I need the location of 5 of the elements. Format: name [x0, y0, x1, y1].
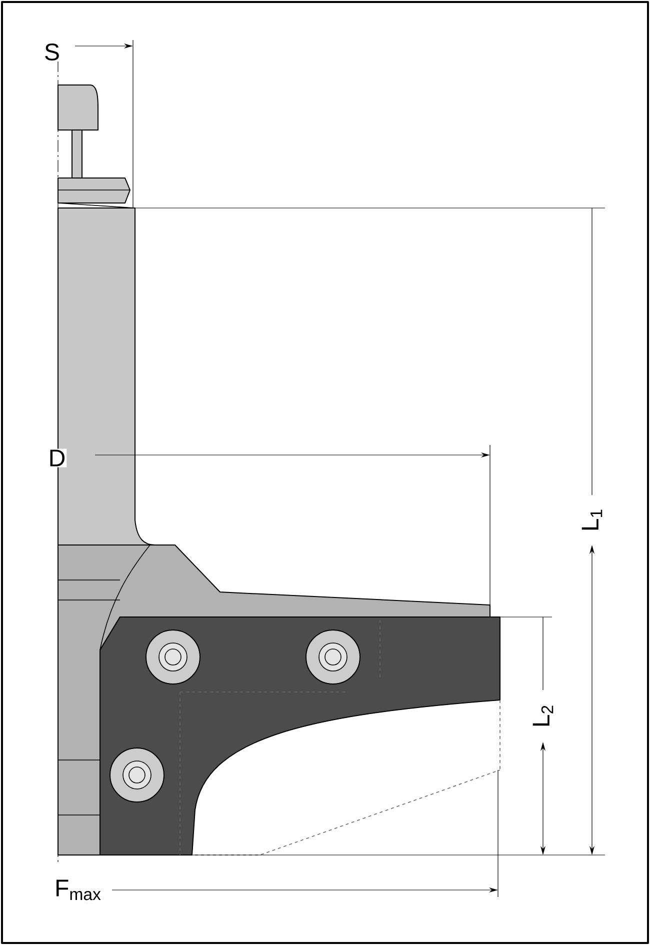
dimension-label: S: [43, 42, 61, 62]
dimension-label: L$_{2}$: [532, 703, 554, 729]
dimension-label: L$_{1}$: [580, 507, 604, 533]
dimension-label: D: [47, 448, 67, 468]
dimension-label: F$_{max}$: [54, 878, 102, 902]
